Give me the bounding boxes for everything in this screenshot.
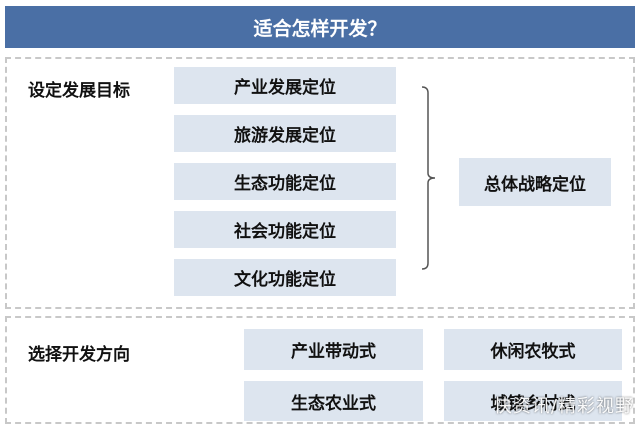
direction-box: 生态农业式 xyxy=(244,381,423,421)
direction-box: 休闲农牧式 xyxy=(444,329,622,370)
goal-box: 旅游发展定位 xyxy=(174,115,396,152)
section-title-goals: 设定发展目标 xyxy=(28,81,130,101)
diagram-header: 适合怎样开发？ xyxy=(5,6,635,48)
section-title-directions: 选择开发方向 xyxy=(28,345,130,365)
goal-box: 社会功能定位 xyxy=(174,211,396,248)
grouping-bracket xyxy=(421,86,436,270)
goal-box: 产业发展定位 xyxy=(174,67,396,104)
goal-box: 文化功能定位 xyxy=(174,259,396,296)
goal-box: 生态功能定位 xyxy=(174,163,396,200)
summary-box: 总体战略定位 xyxy=(459,158,611,206)
direction-box: 产业带动式 xyxy=(244,329,423,370)
direction-box: 城镇乡村式 xyxy=(444,381,622,421)
watermark: 快资讯/精彩视野 xyxy=(493,396,634,417)
